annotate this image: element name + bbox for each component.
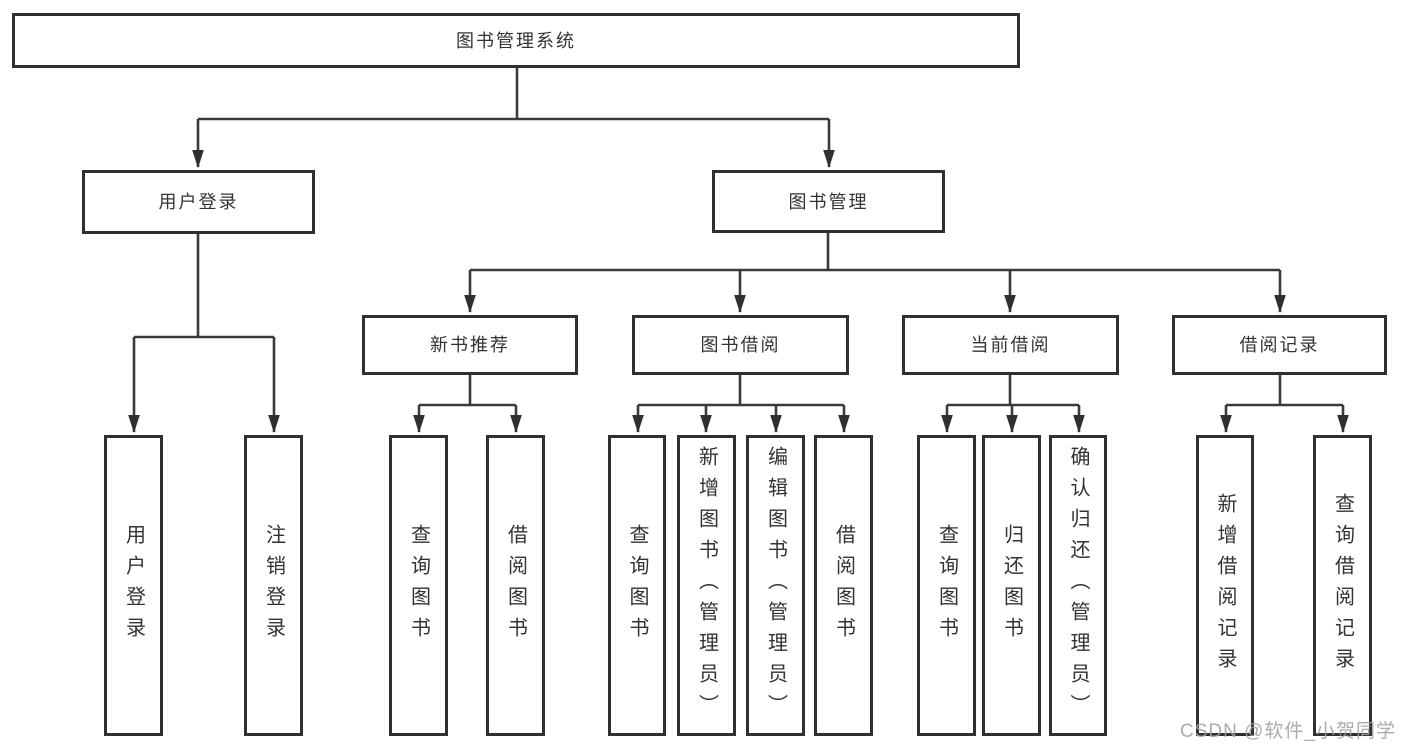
node-current-borrowing: 当前借阅 <box>902 315 1119 375</box>
node-borrow-records: 借阅记录 <box>1172 315 1387 375</box>
node-book-management-branch: 图书管理 <box>712 170 945 233</box>
node-new-book-recommend: 新书推荐 <box>362 315 578 375</box>
leaf-borrow-book: 借阅图书 <box>814 435 873 736</box>
leaf-confirm-return-admin: 确认归还（管理员） <box>1049 435 1107 736</box>
node-user-login-branch: 用户登录 <box>82 170 315 234</box>
leaf-user-login: 用户登录 <box>104 435 163 736</box>
csdn-watermark: CSDN @软件_小贺同学 <box>1180 721 1396 742</box>
leaf-return-book: 归还图书 <box>982 435 1041 736</box>
leaf-query-borrow-record: 查询借阅记录 <box>1313 435 1372 736</box>
leaf-add-book-admin: 新增图书（管理员） <box>677 435 736 736</box>
node-root-system: 图书管理系统 <box>12 13 1020 68</box>
node-book-borrowing: 图书借阅 <box>632 315 849 375</box>
leaf-logout: 注销登录 <box>244 435 303 736</box>
leaf-query-book-recommend: 查询图书 <box>389 435 448 736</box>
leaf-edit-book-admin: 编辑图书（管理员） <box>746 435 805 736</box>
leaf-query-book-current: 查询图书 <box>917 435 976 736</box>
leaf-borrow-book-recommend: 借阅图书 <box>486 435 545 736</box>
leaf-query-book-borrowing: 查询图书 <box>608 435 666 736</box>
leaf-add-borrow-record: 新增借阅记录 <box>1196 435 1254 736</box>
